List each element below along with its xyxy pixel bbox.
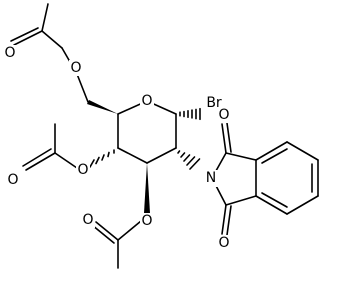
- bond-ca-o: [221, 123, 227, 154]
- label-imide-oxygen-top: O: [217, 107, 231, 123]
- bond-c3-c4: [117, 147, 148, 164]
- label-c4-ester-oxygen: O: [76, 162, 90, 178]
- imide-oxygen-bottom-label: O: [218, 235, 229, 251]
- c6-ester-oxygen-label: O: [70, 60, 81, 76]
- pyranose-ring: [117, 100, 177, 164]
- imide-oxygen-top-label: O: [218, 107, 229, 123]
- label-nitrogen: N: [203, 170, 219, 187]
- c3-acetate-group: [91, 163, 150, 269]
- label-c3-ester-oxygen: O: [140, 213, 154, 229]
- hashed-bond-c2-n: [177, 150, 201, 170]
- bond-cb-ar: [225, 195, 257, 206]
- c3-carbonyl-oxygen-label: O: [82, 212, 93, 228]
- wedge-c5-c6: [87, 100, 118, 114]
- hashed-bond-c4-o: [89, 149, 115, 168]
- bond-c2-c3: [146, 147, 177, 164]
- c6-acetate-group: [10, 3, 118, 114]
- bond-ca-o-double: [226, 122, 232, 153]
- c3-ester-oxygen-label: O: [141, 213, 152, 229]
- bond-cb-o: [221, 204, 227, 235]
- c4-acetate-group: [22, 123, 115, 171]
- nitrogen-label: N: [206, 170, 216, 186]
- c4-ester-oxygen-label: O: [77, 162, 88, 178]
- phthalimide-group: [211, 122, 319, 236]
- label-c3-carbonyl-oxygen: O: [81, 212, 95, 228]
- hashed-bond-c1-br: [179, 107, 201, 121]
- label-c6-carbonyl-oxygen: O: [3, 45, 17, 61]
- label-c4-carbonyl-oxygen: O: [6, 172, 20, 188]
- bond-cb-o-double: [226, 205, 232, 236]
- c4-carbonyl-oxygen-label: O: [7, 172, 18, 188]
- wedge-c3-o: [144, 163, 150, 213]
- label-imide-oxygen-bottom: O: [217, 235, 231, 251]
- ring-oxygen-label: O: [141, 93, 152, 109]
- c6-carbonyl-oxygen-label: O: [4, 45, 15, 61]
- bond-ca-ar: [225, 152, 257, 161]
- label-c6-ester-oxygen: O: [69, 60, 83, 76]
- label-ring-oxygen: O: [140, 93, 154, 109]
